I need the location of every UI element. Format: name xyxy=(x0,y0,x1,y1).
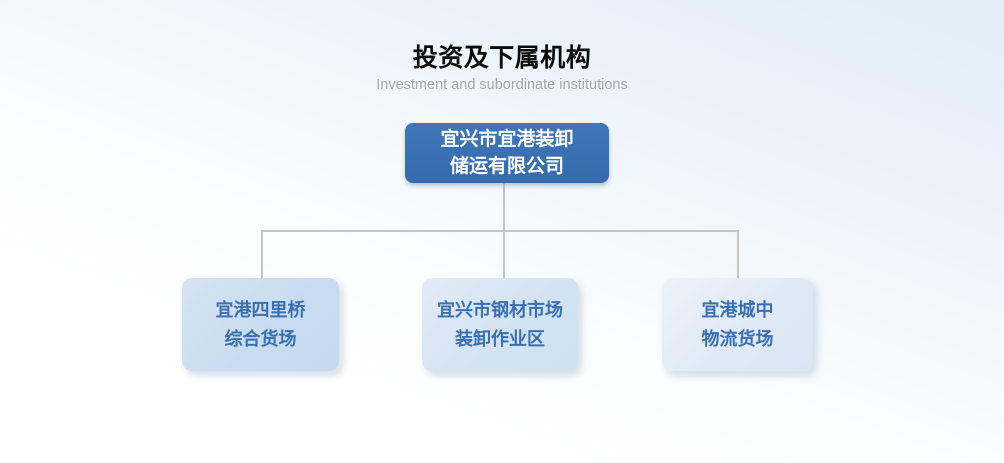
org-node-child-1-label-line1: 宜港四里桥 xyxy=(215,299,306,320)
connector-child-1-vertical xyxy=(261,230,263,278)
org-node-child-2: 宜兴市钢材市场 装卸作业区 xyxy=(422,278,578,371)
connector-child-3-vertical xyxy=(737,230,739,278)
page-subtitle: Investment and subordinate institutions xyxy=(376,77,628,93)
org-node-child-3-label-line1: 宜港城中 xyxy=(701,299,774,320)
org-node-child-2-label-line1: 宜兴市钢材市场 xyxy=(437,299,563,320)
org-node-child-2-label-line2: 装卸作业区 xyxy=(455,328,545,349)
page-heading: 投资及下属机构 Investment and subordinate insti… xyxy=(0,44,1004,94)
org-node-root-label-line2: 储运有限公司 xyxy=(449,156,564,177)
org-node-child-1-label-line2: 综合货场 xyxy=(224,328,297,349)
org-node-child-1: 宜港四里桥 综合货场 xyxy=(182,278,339,371)
org-node-root: 宜兴市宜港装卸 储运有限公司 xyxy=(405,123,609,183)
connector-horizontal-rail xyxy=(261,230,739,232)
org-node-child-3-label-line2: 物流货场 xyxy=(701,328,774,349)
org-node-root-label-line1: 宜兴市宜港装卸 xyxy=(440,129,574,150)
org-node-child-3: 宜港城中 物流货场 xyxy=(662,278,813,371)
page-title: 投资及下属机构 xyxy=(412,44,592,72)
